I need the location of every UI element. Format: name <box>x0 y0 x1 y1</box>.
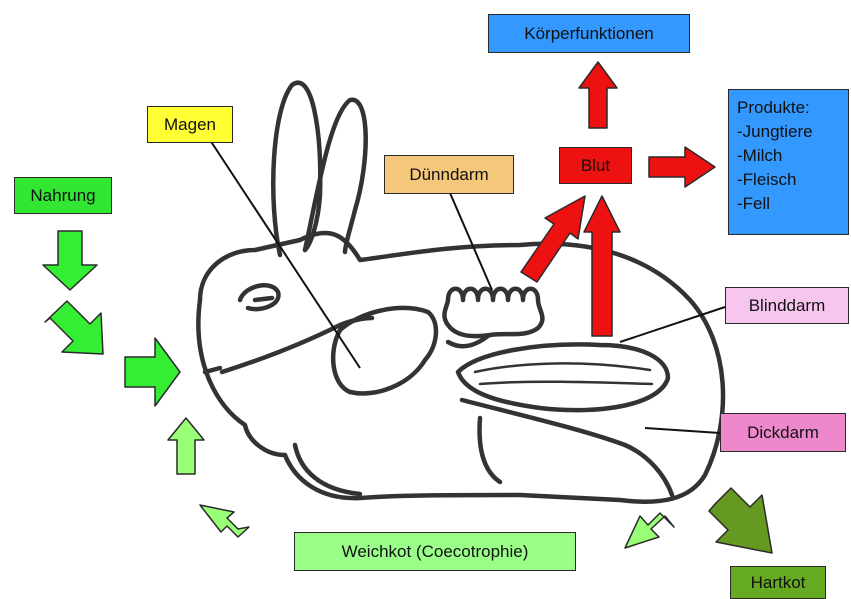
arrow-blinddarm-to-blut <box>584 196 620 336</box>
label-blut: Blut <box>559 147 632 184</box>
label-koerperfunktionen: Körperfunktionen <box>488 14 690 53</box>
leader-dickdarm <box>645 428 720 433</box>
arrow-weichkot-to-left <box>200 505 249 537</box>
leader-duenndarm <box>450 193 492 290</box>
produkte-item-milch: -Milch <box>737 144 840 168</box>
label-duenndarm: Dünndarm <box>384 155 514 194</box>
produkte-item-jungtiere: -Jungtiere <box>737 120 840 144</box>
label-hartkot: Hartkot <box>730 566 826 599</box>
arrow-diagonal-nahrung <box>45 301 103 354</box>
arrow-to-hartkot <box>709 488 772 553</box>
label-blinddarm: Blinddarm <box>725 287 849 324</box>
arrow-duenndarm-to-blut <box>521 196 585 282</box>
cecum-shape <box>458 344 668 410</box>
arrow-to-produkte <box>649 147 715 187</box>
label-dickdarm: Dickdarm <box>720 413 846 452</box>
arrow-right-to-mouth <box>125 338 180 406</box>
label-magen: Magen <box>147 106 233 143</box>
produkte-item-fleisch: -Fleisch <box>737 168 840 192</box>
rabbit-hind-leg <box>480 418 500 482</box>
produkte-title: Produkte: <box>737 96 840 120</box>
rabbit-front-leg <box>295 445 360 494</box>
arrow-to-weichkot <box>625 513 674 548</box>
arrow-up-from-weichkot <box>168 418 204 474</box>
arrow-to-koerperfunktionen <box>579 62 617 128</box>
rabbit-ear-back <box>273 83 320 255</box>
arrow-down-nahrung <box>43 231 97 290</box>
esophagus <box>222 318 372 372</box>
produkte-item-fell: -Fell <box>737 192 840 216</box>
label-nahrung: Nahrung <box>14 177 112 214</box>
label-produkte: Produkte: -Jungtiere -Milch -Fleisch -Fe… <box>728 89 849 235</box>
small-intestine-shape <box>444 289 542 336</box>
colon-path <box>462 400 672 495</box>
label-weichkot: Weichkot (Coecotrophie) <box>294 532 576 571</box>
